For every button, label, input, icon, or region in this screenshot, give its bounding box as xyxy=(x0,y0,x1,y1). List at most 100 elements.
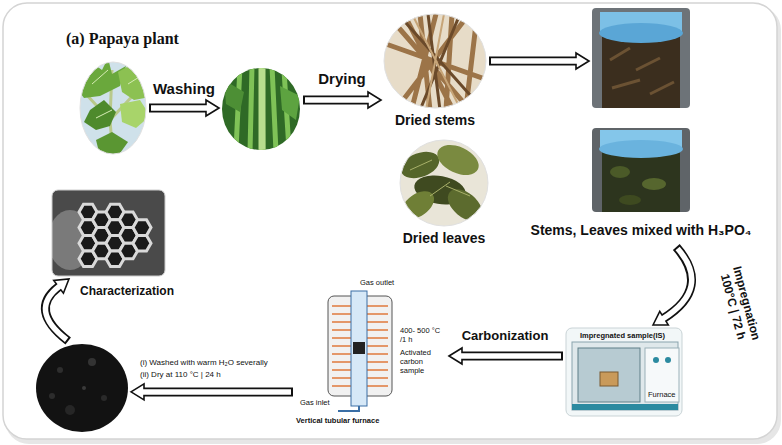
washed-photo-node xyxy=(222,68,300,150)
dried-stems-photo xyxy=(386,14,488,110)
carbon-powder-photo xyxy=(34,342,130,434)
leaves-jar-photo xyxy=(592,128,690,212)
furnace-picture xyxy=(653,357,659,363)
dried-leaves-photo xyxy=(397,138,490,228)
carbon-powder-photo xyxy=(88,358,96,366)
outer-frame xyxy=(3,3,777,439)
text-holder: Dried stems xyxy=(395,112,475,128)
arrow-head xyxy=(206,100,219,116)
arrow-body xyxy=(151,105,208,111)
stems-photo-node: Dried stems xyxy=(384,14,486,108)
text-holder: Stems, Leaves mixed with H₃PO₄ xyxy=(531,222,752,238)
process-arrow xyxy=(45,279,69,341)
part-label: Vertical tubular furnace xyxy=(296,416,379,425)
dried-leaves-photo xyxy=(397,186,439,225)
photo-rim xyxy=(384,14,486,108)
step-label: Characterization xyxy=(80,284,174,298)
temperature-label: 400- 500 °C /1 h xyxy=(400,326,446,344)
arrow-body xyxy=(663,249,692,319)
stems-jar-photo xyxy=(599,23,683,43)
papaya-photo xyxy=(92,70,144,118)
photo-caption: Dried leaves xyxy=(403,230,486,246)
stems-jar-photo xyxy=(592,8,690,108)
stems-jar-photo xyxy=(592,8,690,108)
text-holder: Washing xyxy=(153,80,215,97)
tubular-furnace-picture xyxy=(328,291,392,411)
carbon-powder-photo xyxy=(82,386,86,390)
furnace-picture xyxy=(578,348,640,402)
leaves-jar-photo xyxy=(619,195,641,205)
text-holder: Activated carbon sample xyxy=(400,348,446,375)
photo-caption: Dried stems xyxy=(395,112,475,128)
step-label: Carbonization xyxy=(462,328,549,343)
arrow-body xyxy=(45,286,66,340)
dried-stems-photo xyxy=(412,14,460,110)
carbon-powder-photo xyxy=(49,393,55,399)
photo-caption: Stems, Leaves mixed with H₃PO₄ xyxy=(531,222,752,238)
arrow-body xyxy=(143,389,292,395)
tubular-furnace-picture xyxy=(351,291,367,406)
furnace-node: Impregnated sample(IS) Furnace xyxy=(566,328,682,416)
carbon-powder-photo xyxy=(101,395,107,401)
leaves-jar-photo xyxy=(592,128,690,212)
process-arrow xyxy=(149,100,219,116)
arrow-head xyxy=(368,92,381,108)
arrow-body xyxy=(461,353,562,359)
text-holder: (ii) Dry at 110 °C | 24 h xyxy=(140,370,221,380)
text-holder: Impregnated sample(IS) xyxy=(580,331,665,340)
part-label: Furnace xyxy=(648,390,676,399)
text-holder: Furnace xyxy=(648,390,676,399)
process-arrow xyxy=(449,348,563,364)
photo-rim xyxy=(80,62,146,154)
stems-jar-photo xyxy=(610,48,674,94)
process-arrow xyxy=(303,92,381,108)
step-label: Washing xyxy=(153,80,215,97)
dried-leaves-photo xyxy=(433,139,484,181)
leaves-jar-photo xyxy=(610,166,630,178)
leaves-jar-photo xyxy=(602,150,680,212)
photo-rim xyxy=(400,140,488,226)
furnace-picture xyxy=(665,357,671,363)
arrow-head xyxy=(576,53,589,69)
part-label: Gas inlet xyxy=(300,398,330,407)
sem-image xyxy=(52,190,165,276)
papaya-photo xyxy=(84,100,116,130)
papaya-photo xyxy=(118,62,156,100)
sem-image xyxy=(133,235,151,251)
papaya-photo xyxy=(70,58,156,158)
dried-leaves-photo xyxy=(398,138,490,228)
sem-photo-node xyxy=(52,190,165,276)
furnace-picture xyxy=(645,348,679,402)
outer-frame xyxy=(3,3,781,444)
washed-plant-photo xyxy=(218,64,306,154)
step-label: (i) Washed with warm H₂O severally xyxy=(140,358,268,368)
text-holder: Gas inlet xyxy=(300,398,330,407)
furnace-picture xyxy=(572,404,678,410)
photo-rim xyxy=(52,190,165,276)
part-label: Activated carbon sample xyxy=(400,348,446,375)
powder-photo-node xyxy=(36,344,128,432)
arrow-body xyxy=(491,58,578,64)
stems-jar-photo xyxy=(602,34,680,108)
dried-stems-photo xyxy=(398,14,478,110)
washed-plant-photo xyxy=(259,66,266,152)
process-arrow xyxy=(653,247,692,325)
leaves-jar-photo xyxy=(642,178,666,190)
jars-photo-node: Stems, Leaves mixed with H₃PO₄ xyxy=(592,8,690,244)
part-label: Gas outlet xyxy=(360,278,394,287)
step-label: Drying xyxy=(318,70,366,87)
text-holder: Dried leaves xyxy=(403,230,486,246)
furnace-picture xyxy=(572,342,678,410)
furnace-picture xyxy=(600,372,618,386)
leaves-photo-node: Dried leaves xyxy=(400,140,488,226)
text-holder: 400- 500 °C /1 h xyxy=(400,326,446,344)
plant-photo-node: (a) Papaya plant xyxy=(80,62,146,154)
text-holder: Gas outlet xyxy=(360,278,394,287)
dried-stems-photo xyxy=(382,12,488,112)
washed-plant-photo xyxy=(280,86,300,120)
text-holder: Characterization xyxy=(80,284,174,298)
washed-plant-photo xyxy=(218,64,306,154)
leaves-jar-photo xyxy=(599,140,683,158)
text-holder: Drying xyxy=(318,70,366,87)
